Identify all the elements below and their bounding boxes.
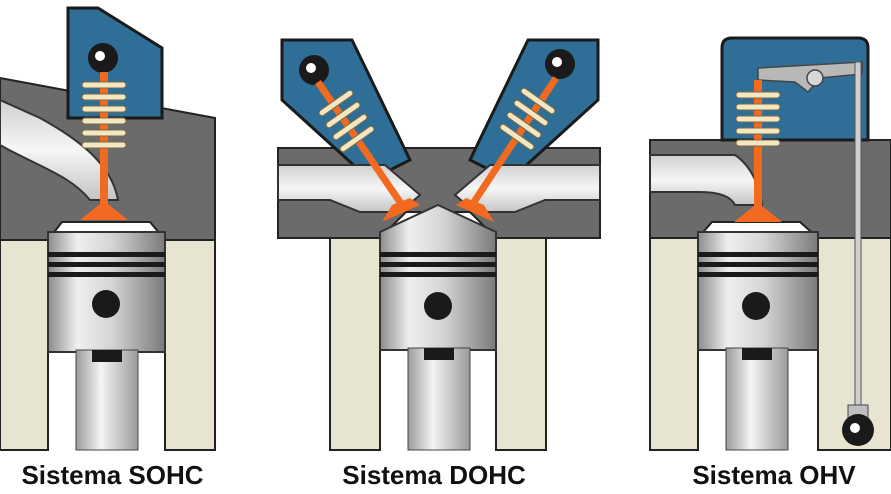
camshaft-center <box>850 423 860 433</box>
cylinder-block-right <box>496 238 546 450</box>
caption-dohc: Sistema DOHC <box>318 458 550 492</box>
wrist-pin <box>742 292 770 320</box>
wrist-pin <box>92 290 120 318</box>
rod-end <box>92 350 122 362</box>
dohc-diagram <box>278 40 600 450</box>
piston-ring-1 <box>698 252 818 257</box>
piston-ring-1 <box>48 252 165 257</box>
cylinder-block-left <box>650 238 698 450</box>
piston-ring-2 <box>48 262 165 267</box>
piston-ring-2 <box>698 262 818 267</box>
rod-end <box>424 348 454 360</box>
cylinder-block-left <box>0 240 48 450</box>
cylinder-block-right <box>165 240 215 450</box>
connecting-rod-icon <box>76 350 138 450</box>
connecting-rod-icon <box>408 348 470 450</box>
camshaft-center <box>306 63 316 73</box>
piston-ring-1 <box>380 252 496 257</box>
piston-ring-2 <box>380 262 496 267</box>
rod-end <box>742 348 772 360</box>
camshaft-center <box>552 57 562 67</box>
sohc-diagram <box>0 8 215 450</box>
piston-icon <box>698 232 818 350</box>
piston-ring-3 <box>698 272 818 277</box>
piston-ring-3 <box>380 272 496 277</box>
piston-icon <box>380 205 496 350</box>
camshaft-center <box>95 51 105 61</box>
caption-sohc: Sistema SOHC <box>0 458 225 492</box>
caption-ohv: Sistema OHV <box>668 458 880 492</box>
connecting-rod-icon <box>726 348 788 450</box>
rocker-pivot <box>807 70 823 86</box>
ohv-diagram <box>650 38 891 450</box>
rocker-cover <box>722 38 868 140</box>
cylinder-block-left <box>330 238 380 450</box>
wrist-pin <box>424 292 452 320</box>
piston-ring-3 <box>48 272 165 277</box>
pushrod-icon <box>855 62 861 412</box>
